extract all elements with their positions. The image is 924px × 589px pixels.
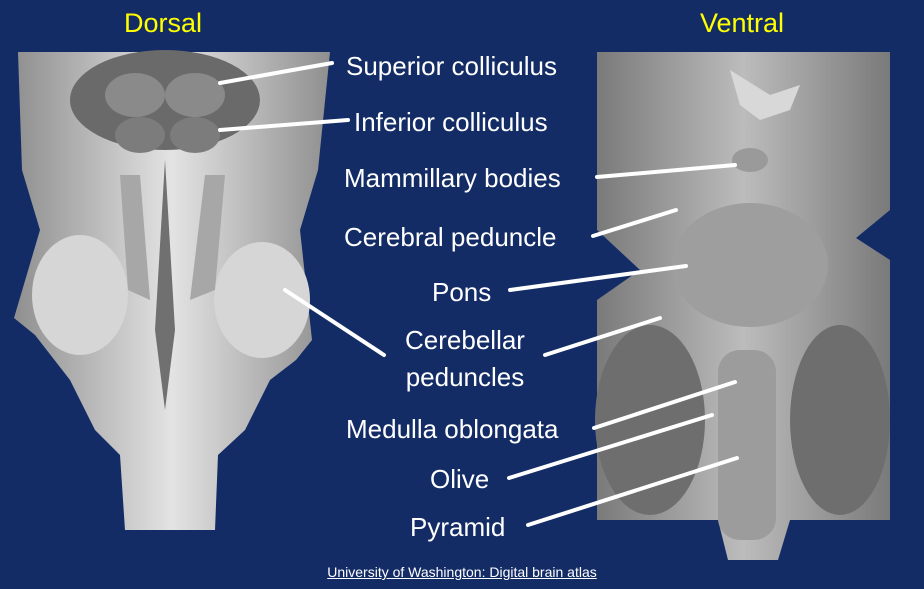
leader-line-cerebral-peduncle <box>591 208 678 238</box>
leader-line-medulla-oblongata <box>592 380 737 430</box>
credit-link[interactable]: University of Washington: Digital brain … <box>327 564 597 580</box>
leader-line-mammillary-bodies <box>595 163 737 179</box>
leader-line-pyramid <box>526 456 739 527</box>
label-cerebellar-peduncles-line2: peduncles <box>405 362 525 392</box>
label-medulla-oblongata: Medulla oblongata <box>346 414 559 444</box>
leader-line-inferior-colliculus <box>218 118 350 132</box>
label-pons: Pons <box>432 277 492 307</box>
leader-line-pons <box>508 264 688 292</box>
leader-line-cerebellar-peduncles-ventral <box>543 316 662 357</box>
label-cerebellar-peduncles-line1: Cerebellar <box>405 325 525 355</box>
leader-line-cerebellar-peduncles-dorsal <box>283 288 386 357</box>
label-mammillary-bodies: Mammillary bodies <box>344 163 561 193</box>
label-cerebral-peduncle: Cerebral peduncle <box>344 222 557 252</box>
dorsal-title: Dorsal <box>124 8 203 38</box>
leader-line-olive <box>507 413 714 480</box>
ventral-title: Ventral <box>700 8 785 38</box>
leader-line-superior-colliculus <box>218 61 334 85</box>
label-inferior-colliculus: Inferior colliculus <box>354 107 548 137</box>
label-olive: Olive <box>430 464 490 494</box>
label-pyramid: Pyramid <box>410 512 506 542</box>
label-superior-colliculus: Superior colliculus <box>346 51 557 81</box>
